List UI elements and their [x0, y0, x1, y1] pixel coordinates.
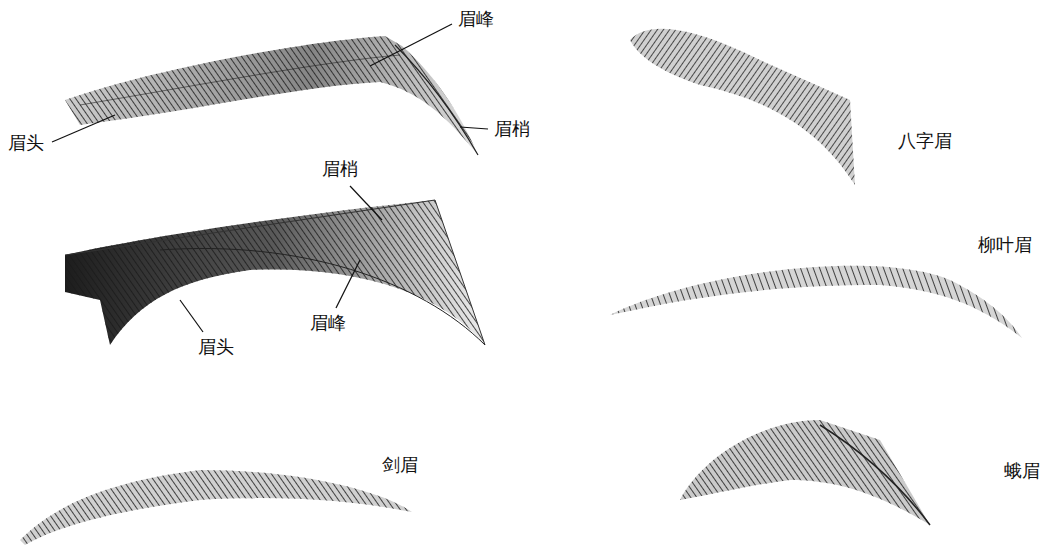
eyebrow-diagram: [65, 200, 485, 345]
part-label: 眉梢: [322, 158, 358, 180]
part-label: 蛾眉: [1004, 460, 1040, 482]
part-label: 八字眉: [898, 130, 952, 152]
part-label: 眉头: [198, 336, 234, 358]
part-label: 眉梢: [494, 118, 530, 140]
part-label: 眉峰: [310, 312, 346, 334]
part-label: 剑眉: [382, 454, 418, 476]
eyebrow-jian: [20, 470, 412, 545]
eyebrow-bazi: [630, 29, 855, 185]
eyebrow-e: [680, 420, 930, 525]
leader-lines: [52, 24, 488, 332]
eyebrow-liuye: [610, 266, 1022, 338]
part-label: 柳叶眉: [978, 234, 1032, 256]
part-label: 眉峰: [458, 8, 494, 30]
part-label: 眉头: [8, 132, 44, 154]
eyebrow-structure: [65, 36, 478, 155]
